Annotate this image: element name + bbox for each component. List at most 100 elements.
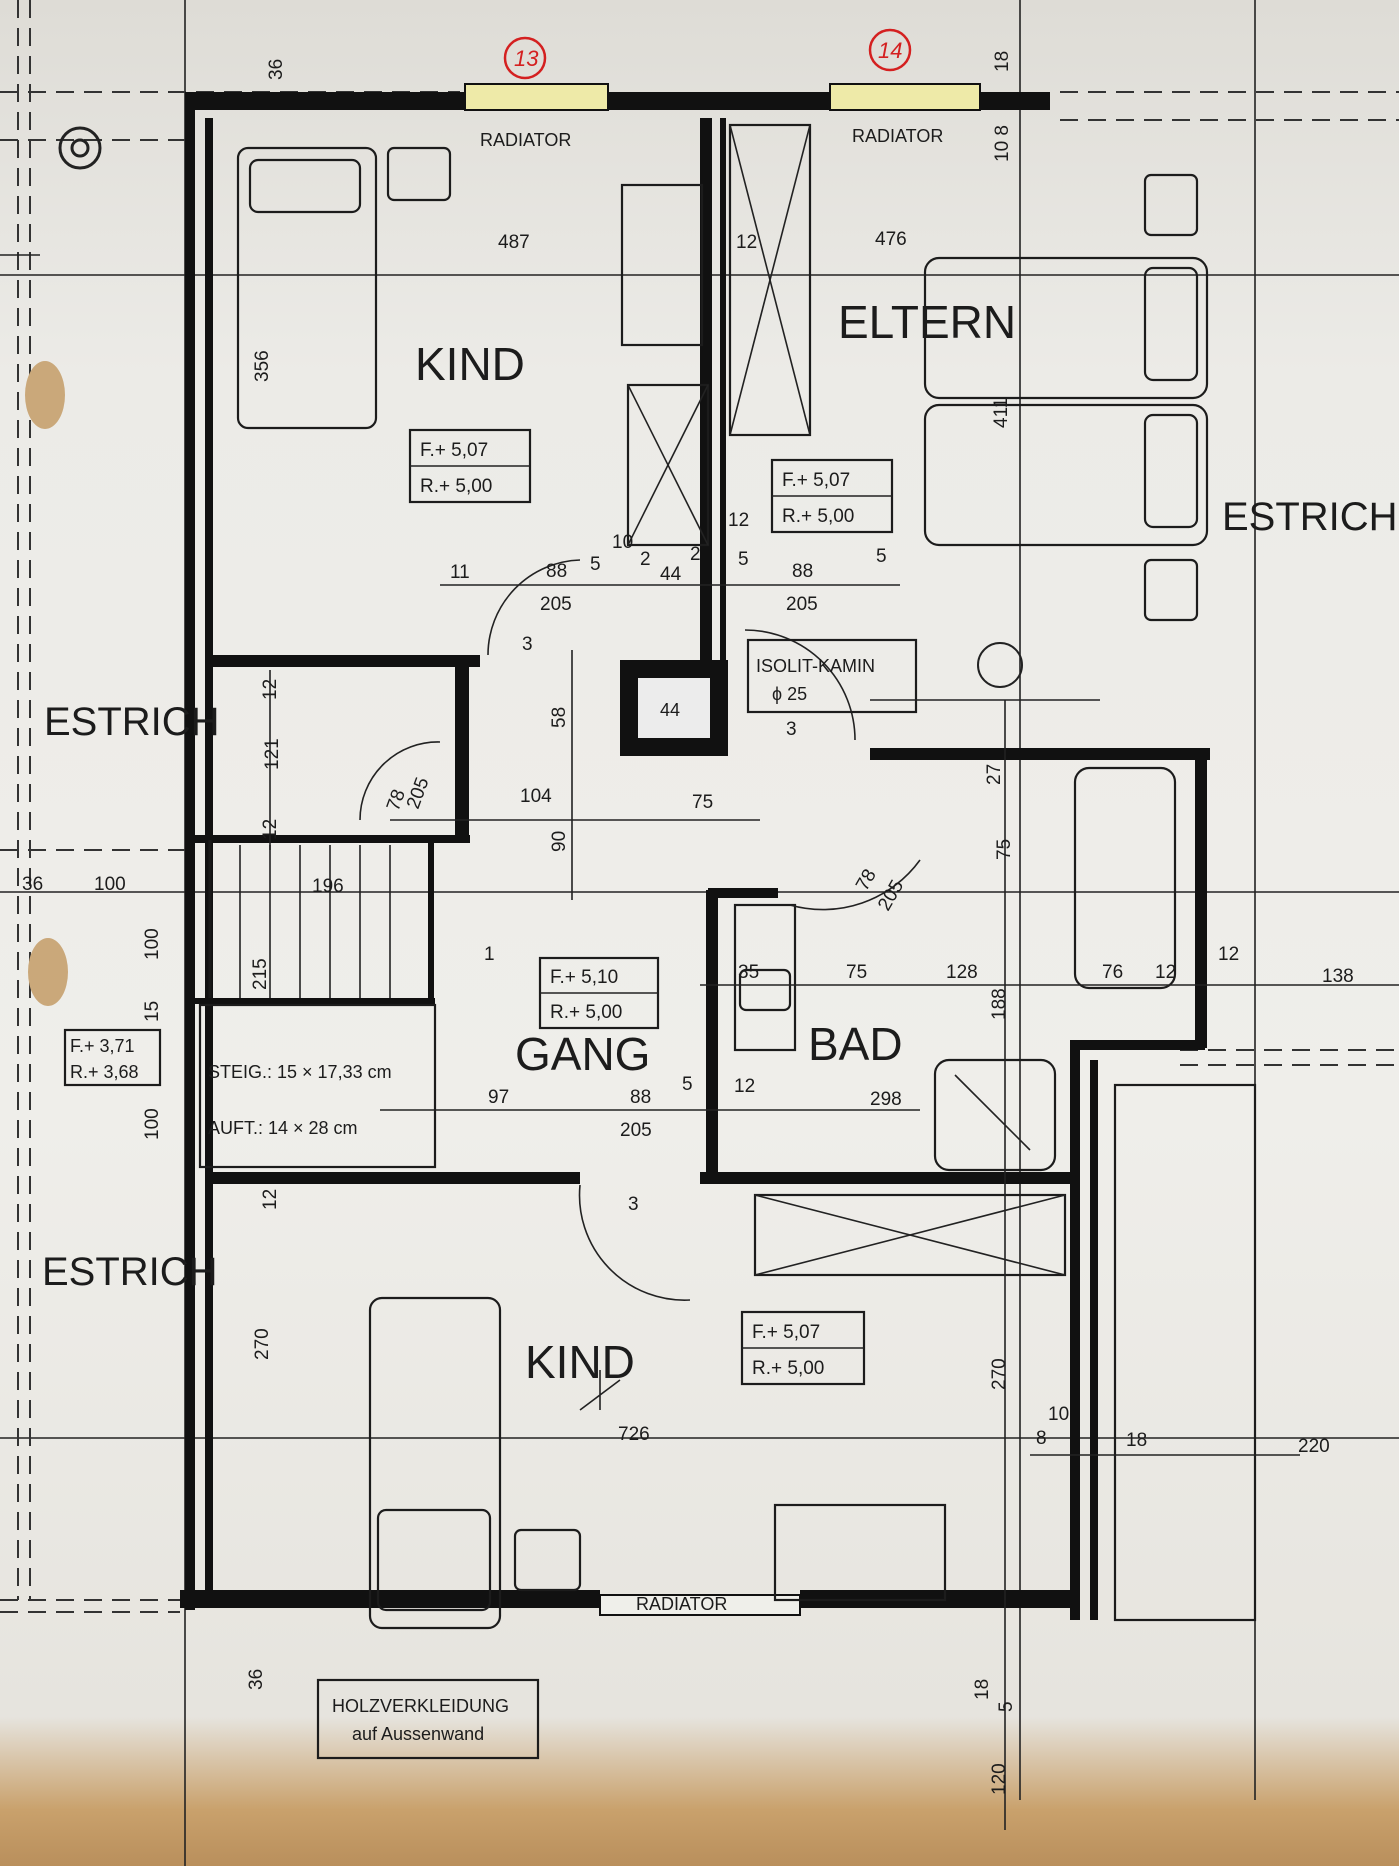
window-marker-13: 13 <box>514 46 539 71</box>
dim-12-a: 12 <box>736 232 757 253</box>
dim-2-a: 2 <box>640 549 651 570</box>
dim-12-d: 12 <box>1155 962 1176 983</box>
dim-1: 1 <box>484 944 495 965</box>
radiator-label-top-left: RADIATOR <box>480 130 571 150</box>
dim-88-a: 88 <box>546 561 567 582</box>
stairs-run: 196 <box>312 876 344 897</box>
dim-88-b: 88 <box>792 561 813 582</box>
dim-356: 356 <box>252 350 273 382</box>
estrich-label-right: ESTRICH <box>1222 495 1398 539</box>
level-f-kind-top: F.+ 5,07 <box>420 440 488 461</box>
door-swings <box>359 559 921 1411</box>
dim-5-d: 5 <box>682 1074 693 1095</box>
dim-12-h: 12 <box>260 1189 281 1210</box>
dim-411: 411 <box>991 398 1012 428</box>
room-kind-top-label: KIND <box>415 338 525 390</box>
dim-270-b: 270 <box>989 1358 1010 1390</box>
stairs-auft: AUFT.: 14 × 28 cm <box>208 1118 358 1138</box>
dimension-lines <box>269 584 1399 1830</box>
level-f-kind-bottom: F.+ 5,07 <box>752 1322 820 1343</box>
dim-5-e: 5 <box>996 1701 1017 1712</box>
dim-58: 58 <box>549 707 570 728</box>
dim-726: 726 <box>618 1424 650 1445</box>
dim-88-c: 88 <box>630 1087 651 1108</box>
level-r-gang: R.+ 5,00 <box>550 1002 622 1023</box>
dim-18-b: 18 <box>972 1679 993 1700</box>
dim-220: 220 <box>1298 1436 1330 1457</box>
dim-100-c: 100 <box>142 1108 163 1140</box>
radiator-label-top-right: RADIATOR <box>852 126 943 146</box>
stairs-level-r: R.+ 3,68 <box>70 1062 139 1082</box>
level-r-eltern: R.+ 5,00 <box>782 506 854 527</box>
dim-90: 90 <box>549 831 570 852</box>
dim-8-a: 8 <box>1036 1428 1047 1449</box>
dim-487: 487 <box>498 232 530 253</box>
dim-215: 215 <box>250 958 271 990</box>
dim-188: 188 <box>989 988 1010 1020</box>
punch-hole-upper <box>25 361 65 429</box>
room-bad-label: BAD <box>808 1018 903 1070</box>
furniture <box>58 123 1257 1630</box>
dim-3-a: 3 <box>522 634 533 655</box>
dim-3-c: 3 <box>628 1194 639 1215</box>
dim-3-b: 3 <box>786 719 797 740</box>
dim-75-b: 75 <box>846 962 867 983</box>
dim-27: 27 <box>984 764 1005 785</box>
dim-12-e: 12 <box>1218 944 1239 965</box>
chimney-diameter: ϕ 25 <box>772 684 807 704</box>
dim-205-a: 205 <box>540 594 572 615</box>
dim-270-a: 270 <box>252 1328 273 1360</box>
dim-121: 121 <box>262 738 283 770</box>
radiator-label-bottom: RADIATOR <box>636 1594 727 1614</box>
dim-5-a: 5 <box>590 554 601 575</box>
dim-2-b: 2 <box>690 544 701 565</box>
note-box <box>316 1678 540 1760</box>
dim-11: 11 <box>450 562 470 583</box>
dim-100-a: 100 <box>94 874 126 895</box>
stairs-steig: STEIG.: 15 × 17,33 cm <box>208 1062 392 1082</box>
punch-hole-lower <box>28 938 68 1006</box>
dim-205-b: 205 <box>786 594 818 615</box>
chimney-label: ISOLIT-KAMIN <box>756 656 875 676</box>
dim-12-b: 12 <box>728 510 749 531</box>
room-gang-label: GANG <box>515 1028 650 1080</box>
level-r-kind-bottom: R.+ 5,00 <box>752 1358 824 1379</box>
dim-100-b: 100 <box>142 928 163 960</box>
dim-36-c: 36 <box>266 59 287 80</box>
note-line2: auf Aussenwand <box>352 1724 484 1744</box>
dim-12-c: 12 <box>734 1076 755 1097</box>
dim-205-c: 205 <box>403 775 434 812</box>
dim-298: 298 <box>870 1089 902 1110</box>
dim-205-e: 205 <box>874 877 908 915</box>
dim-36-a: 36 <box>22 874 43 895</box>
dim-78-b: 78 <box>852 866 881 895</box>
room-eltern-label: ELTERN <box>838 296 1016 348</box>
dim-44: 44 <box>660 564 682 585</box>
dim-18-a: 18 <box>1126 1430 1147 1451</box>
note-line1: HOLZVERKLEIDUNG <box>332 1696 509 1716</box>
dim-18-c: 18 <box>992 51 1013 72</box>
estrich-label-left-lower: ESTRICH <box>42 1250 218 1294</box>
dim-128: 128 <box>946 962 978 983</box>
chimney-box <box>746 638 918 714</box>
dim-75-c: 75 <box>994 839 1015 860</box>
dim-104: 104 <box>520 786 552 807</box>
room-kind-bottom-label: KIND <box>525 1336 635 1388</box>
chimney-code: 44 <box>660 700 680 720</box>
staircase <box>63 840 437 1169</box>
dim-205-d: 205 <box>620 1120 652 1141</box>
dim-120: 120 <box>989 1763 1010 1795</box>
dim-15: 15 <box>142 1001 163 1022</box>
dim-138: 138 <box>1322 966 1354 987</box>
dim-476: 476 <box>875 229 907 250</box>
dim-5-b: 5 <box>738 549 749 570</box>
dim-5-c: 5 <box>876 546 887 567</box>
dim-12-f: 12 <box>260 679 281 700</box>
level-f-eltern: F.+ 5,07 <box>782 470 850 491</box>
dim-36-b: 36 <box>246 1669 267 1690</box>
dim-10-8: 10 8 <box>992 125 1013 162</box>
dim-10-b: 10 <box>1048 1404 1069 1425</box>
